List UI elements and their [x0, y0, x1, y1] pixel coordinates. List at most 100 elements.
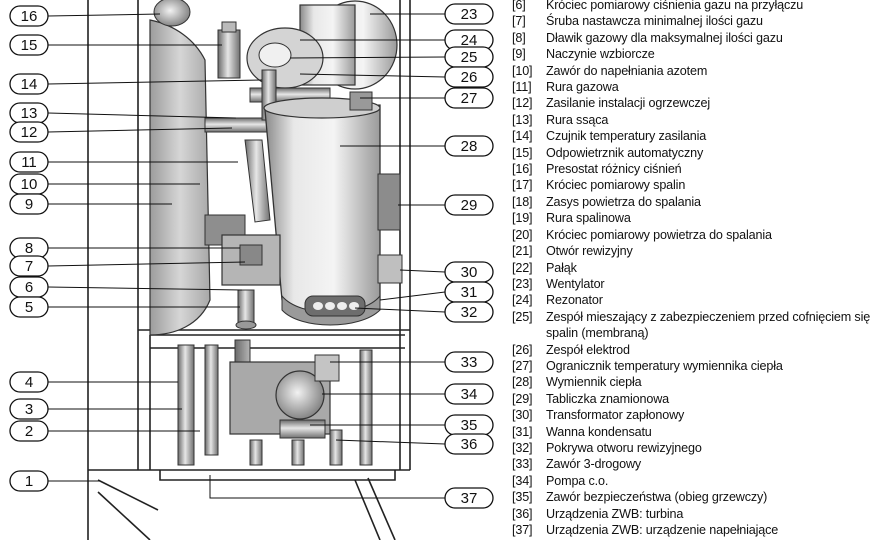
legend-item: [37] Urządzenia ZWB: urządzenie napełniaj… — [512, 522, 878, 538]
legend-code: [8] — [512, 30, 526, 45]
leader-lines — [47, 13, 446, 499]
callout-34: 34 — [444, 383, 494, 405]
legend-code: [11] — [512, 80, 532, 95]
legend-description: Urządzenia ZWB: urządzenie napełniające — [546, 523, 779, 537]
legend-description: Pokrywa otworu rewizyjnego — [546, 440, 702, 455]
legend-description: Urządzenia ZWB: turbina — [546, 506, 684, 521]
callout-12: 12 — [9, 121, 49, 143]
legend-item: [25]Zespół mieszający z zabezpieczeniem … — [512, 309, 878, 342]
svg-text:35: 35 — [461, 417, 478, 434]
legend-code: [26] — [512, 342, 533, 357]
legend-code: [13] — [512, 112, 533, 127]
legend-item: [15]Odpowietrznik automatyczny — [512, 145, 878, 161]
boiler-diagram: 16 15 14 13 12 11 10 9 8 7 6 5 4 3 2 1 2… — [9, 0, 494, 540]
legend-item: [28]Wymiennik ciepła — [512, 374, 878, 390]
legend-description: Króciec pomiarowy spalin — [546, 178, 686, 193]
legend-item: [24]Rezonator — [512, 292, 878, 308]
legend-description: Czujnik temperatury zasilania — [546, 129, 707, 144]
svg-text:29: 29 — [461, 197, 478, 214]
callout-9: 9 — [9, 193, 49, 215]
legend-code: [6] — [512, 0, 526, 12]
legend-item: [34]Pompa c.o. — [512, 473, 878, 489]
legend-code: [10] — [512, 63, 533, 78]
callout-26: 26 — [444, 66, 494, 88]
legend-code: [20] — [512, 227, 533, 242]
legend-description: Rura ssąca — [546, 112, 609, 127]
svg-text:28: 28 — [461, 138, 478, 155]
callout-3: 3 — [9, 398, 49, 420]
legend-description: Rura gazowa — [546, 80, 619, 95]
legend-description: Naczynie wzbiorcze — [546, 47, 655, 62]
callout-1: 1 — [9, 470, 49, 492]
callout-14: 14 — [9, 73, 49, 95]
svg-text:8: 8 — [25, 240, 33, 257]
svg-text:4: 4 — [25, 374, 33, 391]
legend-item: [9] Naczynie wzbiorcze — [512, 46, 878, 62]
svg-text:36: 36 — [461, 436, 478, 453]
callout-36: 36 — [444, 433, 494, 455]
legend-item: [35]Zawór bezpieczeństwa (obieg grzewczy… — [512, 489, 878, 505]
callout-4: 4 — [9, 371, 49, 393]
legend-description: Zawór 3-drogowy — [546, 457, 642, 472]
svg-text:6: 6 — [25, 279, 33, 296]
svg-text:33: 33 — [461, 354, 478, 371]
legend-description: Tabliczka znamionowa — [546, 391, 669, 406]
legend-description: Odpowietrznik automatyczny — [546, 145, 704, 160]
callout-31: 31 — [444, 281, 494, 303]
legend-description: Zespół mieszający z zabezpieczeniem prze… — [546, 309, 871, 341]
legend-item: [36] Urządzenia ZWB: turbina — [512, 506, 878, 522]
legend-code: [37] — [512, 523, 533, 537]
legend-description: Pompa c.o. — [546, 473, 609, 488]
ignition-transformer — [377, 254, 403, 284]
legend-item: [18]Zasys powietrza do spalania — [512, 194, 878, 210]
svg-text:7: 7 — [25, 258, 33, 275]
legend-item: [33]Zawór 3-drogowy — [512, 456, 878, 472]
heat-exchanger — [263, 91, 381, 315]
legend-description: Zawór do napełniania azotem — [546, 63, 708, 78]
svg-text:12: 12 — [21, 124, 38, 141]
callout-10: 10 — [9, 173, 49, 195]
legend-item: [29] Tabliczka znamionowa — [512, 391, 878, 407]
legend-code: [19] — [512, 211, 533, 226]
inspection-cover — [304, 295, 366, 317]
legend-code: [16] — [512, 162, 533, 177]
svg-text:30: 30 — [461, 264, 478, 281]
legend-code: [18] — [512, 194, 533, 209]
legend-code: [21] — [512, 244, 533, 259]
legend-description: Zasilanie instalacji ogrzewczej — [546, 96, 711, 111]
legend-code: [32] — [512, 440, 533, 455]
parts-legend: [6]Króciec pomiarowy ciśnienia gazu na p… — [512, 0, 878, 538]
legend-code: [27] — [512, 358, 533, 373]
legend-code: [29] — [512, 391, 533, 406]
legend-description: Otwór rewizyjny — [546, 244, 633, 259]
legend-description: Zawór bezpieczeństwa (obieg grzewczy) — [546, 490, 768, 505]
legend-item: [17] Króciec pomiarowy spalin — [512, 177, 878, 193]
legend-item: [30]Transformator zapłonowy — [512, 407, 878, 423]
legend-code: [17] — [512, 178, 533, 193]
gas-valve — [204, 139, 281, 330]
callout-35: 35 — [444, 414, 494, 436]
legend-description: Transformator zapłonowy — [546, 408, 685, 423]
legend-code: [36] — [512, 506, 533, 521]
callouts-right: 23 24 25 26 27 28 29 30 31 32 33 34 35 3… — [444, 3, 494, 509]
legend-item: [22]Pałąk — [512, 260, 878, 276]
callout-33: 33 — [444, 351, 494, 373]
legend-item: [13] Rura ssąca — [512, 112, 878, 128]
callout-23: 23 — [444, 3, 494, 25]
callout-6: 6 — [9, 276, 49, 298]
svg-text:26: 26 — [461, 69, 478, 86]
legend-item: [27] Ogranicznik temperatury wymiennika c… — [512, 358, 878, 374]
svg-text:11: 11 — [21, 154, 37, 171]
legend-description: Ogranicznik temperatury wymiennika ciepł… — [546, 358, 783, 373]
legend-description: Wanna kondensatu — [546, 424, 652, 439]
callout-11: 11 — [9, 151, 49, 173]
callout-27: 27 — [444, 87, 494, 109]
legend-code: [9] — [512, 47, 526, 62]
svg-text:3: 3 — [25, 401, 33, 418]
svg-text:9: 9 — [25, 196, 33, 213]
legend-item: [10] Zawór do napełniania azotem — [512, 63, 878, 79]
svg-text:14: 14 — [21, 76, 38, 93]
legend-description: Króciec pomiarowy powietrza do spalania — [546, 227, 772, 242]
legend-item: [11] Rura gazowa — [512, 79, 878, 95]
svg-text:16: 16 — [21, 8, 38, 25]
